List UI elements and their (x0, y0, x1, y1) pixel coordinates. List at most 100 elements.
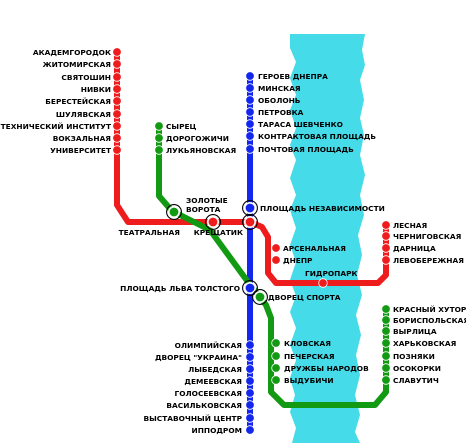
green_line-station-15-label: КРАСНЫЙ ХУТОР (393, 304, 466, 314)
green-station-3-marker[interactable] (168, 206, 181, 219)
green-station-7-marker[interactable] (271, 363, 281, 373)
blue-station-14-marker[interactable] (245, 400, 255, 410)
red-station-5-marker[interactable] (112, 109, 122, 119)
green-station-8-marker[interactable] (271, 375, 281, 385)
blue-station-15-marker[interactable] (245, 413, 255, 423)
red_line-station-15-label: ДАРНИЦА (393, 243, 436, 253)
blue-station-2-marker[interactable] (245, 95, 255, 105)
red-station-2-marker[interactable] (112, 72, 122, 82)
blue_line-station-12-label: ДЕМЕЕВСКАЯ (184, 376, 242, 386)
blue_line-station-15-label: ВЫСТАВОЧНЫЙ ЦЕНТР (143, 413, 242, 423)
red-station-6-marker[interactable] (112, 121, 122, 131)
green-station-2-marker[interactable] (154, 145, 164, 155)
blue_line-station-5-label: КОНТРАКТОВАЯ ПЛОЩАДЬ (258, 131, 377, 141)
red-station-13-marker[interactable] (318, 278, 328, 288)
green-station-10-marker[interactable] (381, 363, 391, 373)
red_line-station-6-label: ПОЛИТЕХНИЧЕСКИЙ ИНСТИТУТ (0, 121, 111, 131)
green-station-1-marker[interactable] (154, 133, 164, 143)
red-station-12-marker[interactable] (271, 255, 281, 265)
blue-station-5-marker[interactable] (245, 131, 255, 141)
red-station-7-marker[interactable] (112, 133, 122, 143)
green-station-13-marker[interactable] (381, 326, 391, 336)
green-station-11-marker[interactable] (381, 351, 391, 361)
green_line-station-5-label: КЛОВСКАЯ (284, 338, 331, 348)
green-station-15-marker[interactable] (381, 304, 391, 314)
blue-station-7-marker[interactable] (244, 202, 257, 215)
blue_line-station-9-label: ОЛИМПИЙСКАЯ (174, 340, 242, 350)
red-station-15-marker[interactable] (381, 243, 391, 253)
blue-station-8-transfer-ring (242, 280, 258, 296)
blue_line-station-10-label: ДВОРЕЦ "УКРАИНА" (154, 352, 242, 362)
green_line-station-1-label: ДОРОГОЖИЧИ (166, 133, 229, 143)
red-station-3-marker[interactable] (112, 84, 122, 94)
red_line-station-14-label: ЛЕВОБЕРЕЖНАЯ (393, 255, 464, 265)
red_line-station-9-label: ТЕАТРАЛЬНАЯ (118, 227, 180, 237)
blue_line-station-16-label: ИППОДРОМ (191, 425, 242, 435)
blue-station-10-marker[interactable] (245, 352, 255, 362)
red-station-11-marker[interactable] (271, 243, 281, 253)
blue-station-0-marker[interactable] (245, 71, 255, 81)
blue_line-station-6-label: ПОЧТОВАЯ ПЛОЩАДЬ (258, 144, 354, 154)
red_line-station-5-label: ШУЛЯВСКАЯ (55, 109, 111, 119)
blue-station-12-marker[interactable] (245, 376, 255, 386)
blue-station-6-marker[interactable] (245, 144, 255, 154)
red_line-station-7-label: ВОКЗАЛЬНАЯ (52, 133, 111, 143)
red-line-path (114, 49, 389, 286)
green_line-station-14-label: БОРИСПОЛЬСКАЯ (393, 315, 466, 325)
red-station-0-marker[interactable] (112, 47, 122, 57)
red-station-16-marker[interactable] (381, 231, 391, 241)
red-station-4-marker[interactable] (112, 96, 122, 106)
red_line-station-17-label: ЛЕСНАЯ (393, 220, 428, 230)
red_line-station-3-label: НИВКИ (80, 84, 111, 94)
blue-station-8-marker[interactable] (244, 281, 257, 294)
green-station-6-marker[interactable] (271, 351, 281, 361)
red_line-station-16-label: ЧЕРНИГОВСКАЯ (393, 231, 462, 241)
blue-station-13-marker[interactable] (245, 388, 255, 398)
green_line-station-11-label: ПОЗНЯКИ (393, 351, 435, 361)
blue-station-16-marker[interactable] (245, 425, 255, 435)
blue_line-station-2-label: ОБОЛОНЬ (258, 95, 301, 105)
blue_line-station-1-label: МИНСКАЯ (258, 83, 301, 93)
red-station-17-marker[interactable] (381, 220, 391, 230)
blue-station-4-marker[interactable] (245, 119, 255, 129)
blue_line-station-8-label: ПЛОЩАДЬ ЛЬВА ТОЛСТОГО (120, 283, 240, 293)
green-station-4-marker[interactable] (254, 290, 267, 303)
green-station-9-marker[interactable] (381, 375, 391, 385)
red_line-station-1-label: ЖИТОМИРСКАЯ (42, 59, 111, 69)
green-station-5-marker[interactable] (271, 338, 281, 348)
dnipro-river (290, 34, 365, 443)
red_line-station-4-label: БЕРЕСТЕЙСКАЯ (45, 96, 111, 106)
blue-station-11-marker[interactable] (245, 364, 255, 374)
red_line-station-8-label: УНИВЕРСИТЕТ (50, 145, 111, 155)
green-station-4-transfer-ring (252, 289, 268, 305)
green_line-station-10-label: ОСОКОРКИ (393, 363, 441, 373)
blue_line-station-13-label: ГОЛОСЕЕВСКАЯ (174, 388, 242, 398)
green-station-14-marker[interactable] (381, 315, 391, 325)
green_line-station-6-label: ПЕЧЕРСКАЯ (284, 351, 335, 361)
red-station-10-transfer-ring (242, 214, 258, 230)
red-station-9-marker[interactable] (207, 216, 220, 229)
blue-station-1-marker[interactable] (245, 83, 255, 93)
green_line-station-7-label: ДРУЖБЫ НАРОДОВ (284, 363, 369, 373)
red-station-8-marker[interactable] (112, 145, 122, 155)
green-station-0-marker[interactable] (154, 121, 164, 131)
blue-station-3-marker[interactable] (245, 107, 255, 117)
green_line-station-13-label: ВЫРЛИЦА (393, 326, 437, 336)
red-station-10-marker[interactable] (244, 216, 257, 229)
red_line-station-13-label: ГИДРОПАРК (305, 268, 358, 278)
green_line-station-12-label: ХАРЬКОВСКАЯ (393, 338, 457, 348)
green_line-station-4-label: ДВОРЕЦ СПОРТА (268, 292, 341, 302)
red_line-station-10-label: КРЕЩАТИК (193, 227, 243, 237)
green-station-3-transfer-ring (166, 204, 182, 220)
red-station-1-marker[interactable] (112, 59, 122, 69)
blue_line-station-7-label: ПЛОЩАДЬ НЕЗАВИСИМОСТИ (260, 203, 385, 213)
blue_line-station-3-label: ПЕТРОВКА (258, 107, 304, 117)
blue-station-9-marker[interactable] (245, 340, 255, 350)
red-station-14-marker[interactable] (381, 255, 391, 265)
red_line-station-2-label: СВЯТОШИН (61, 72, 111, 82)
green-station-12-marker[interactable] (381, 338, 391, 348)
green_line-station-8-label: ВЫДУБИЧИ (284, 375, 334, 385)
red_line-station-12-label: ДНЕПР (283, 255, 313, 265)
